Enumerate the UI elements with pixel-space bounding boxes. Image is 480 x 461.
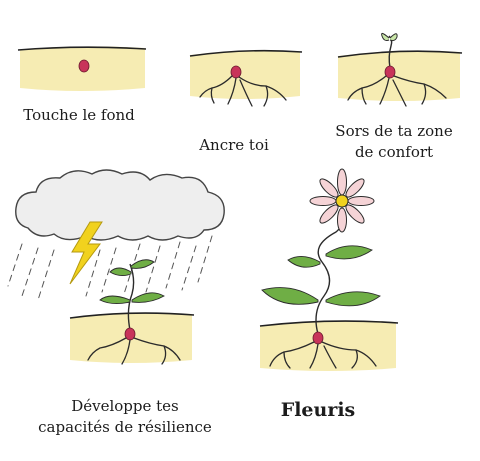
panel-anchor-art — [189, 49, 303, 107]
ground-line-4 — [69, 312, 195, 319]
seed-1 — [78, 59, 90, 73]
leaf-4-right-high — [130, 259, 155, 269]
caption-comfort-zone-line1: Sors de ta zone — [335, 122, 453, 140]
leaf-4-left-low — [99, 295, 131, 305]
soil-strip-5 — [260, 320, 396, 371]
ground-line-3 — [337, 50, 463, 58]
roots-2 — [199, 75, 287, 107]
roots-4 — [87, 337, 181, 365]
panel-bloom-art — [259, 168, 399, 371]
leaf-5-right-mid — [325, 245, 373, 260]
leaf-5-right-low — [325, 291, 381, 307]
storm-cloud — [15, 169, 225, 241]
caption-anchor: Ancre toi — [199, 136, 269, 154]
leaf-5-left-mid — [287, 256, 321, 268]
panel-comfort-zone-art — [337, 32, 463, 107]
soil-strip-3 — [338, 50, 460, 101]
roots-5 — [269, 341, 377, 369]
flower-center — [335, 194, 349, 208]
lightning-bolt — [69, 221, 103, 285]
ground-line-5 — [259, 320, 399, 327]
leaf-4-right-low — [131, 292, 165, 303]
sprout-leaf-left — [381, 32, 390, 41]
caption-touch-bottom: Touche le fond — [23, 106, 135, 124]
plant-stem-5 — [315, 211, 344, 335]
caption-resilience-line1: Développe tes — [71, 397, 179, 415]
ground-line-1 — [17, 46, 147, 51]
seed-3 — [384, 65, 396, 79]
plant-stem-4 — [127, 263, 135, 331]
panel-resilience-art — [7, 169, 225, 365]
rain-streaks — [7, 235, 213, 301]
caption-resilience-line2: capacités de résilience — [38, 418, 212, 436]
sprout-leaf-right — [389, 33, 398, 42]
caption-comfort-zone-line2: de confort — [354, 143, 434, 161]
caption-bloom: Fleuris — [280, 399, 356, 421]
roots-3 — [347, 75, 447, 107]
leaf-4-left-high — [109, 267, 132, 277]
leaf-5-left-low — [261, 287, 319, 305]
panel-touch-bottom-art — [17, 46, 147, 91]
ground-line-2 — [189, 49, 303, 57]
